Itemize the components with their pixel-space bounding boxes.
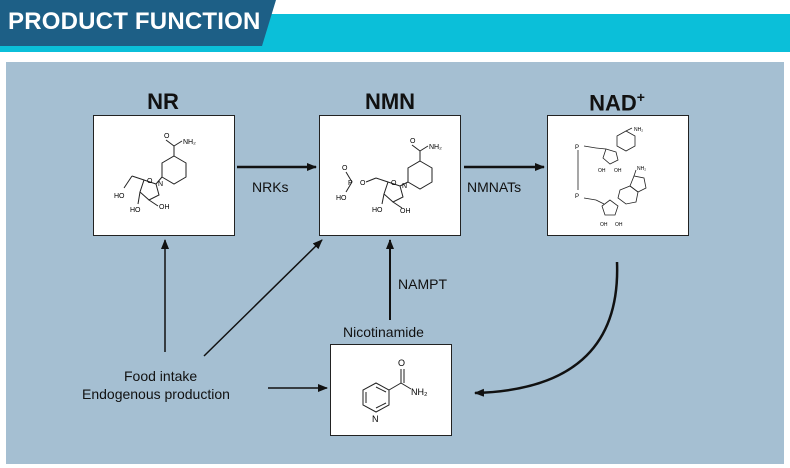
nmn-nh2: NH₂ bbox=[429, 144, 442, 151]
nmn-ho: HO bbox=[372, 207, 383, 214]
nad-p-1: P bbox=[575, 145, 579, 151]
nmn-p: P bbox=[348, 180, 353, 187]
edge-label-nampt: NAMPT bbox=[398, 276, 447, 292]
edge-label-nrks: NRKs bbox=[252, 179, 289, 195]
nad-oh-4: OH bbox=[615, 222, 623, 228]
nr-n: N bbox=[158, 181, 163, 188]
nicotinamide-nh2: NH₂ bbox=[411, 387, 428, 397]
nmn-molecule-drawing: O NH₂ N O P O O HO HO OH bbox=[336, 138, 442, 215]
edge-label-nmnats: NMNATs bbox=[467, 179, 522, 195]
nicotinamide-o: O bbox=[398, 358, 405, 368]
nmn-amide-o: O bbox=[410, 138, 416, 145]
nmn-oh: OH bbox=[400, 208, 411, 215]
nmn-n: N bbox=[402, 183, 407, 190]
nad-molecule-drawing: NH₂ NH₂ P P OH OH OH OH bbox=[575, 127, 647, 228]
nr-structure-box: O NH₂ N O HO HO OH bbox=[93, 115, 235, 236]
page-title: PRODUCT FUNCTION bbox=[8, 8, 261, 35]
nmn-p-o-2: O bbox=[360, 180, 366, 187]
header-title-background bbox=[0, 0, 262, 46]
source-label-food-intake: Food intake bbox=[124, 368, 198, 384]
nad-nh2-b: NH₂ bbox=[637, 166, 646, 172]
source-label-endogenous: Endogenous production bbox=[82, 386, 230, 402]
nicotinamide-molecule-drawing: O NH₂ N bbox=[362, 358, 428, 424]
nr-ring-o: O bbox=[147, 178, 153, 185]
nad-label-superscript: + bbox=[636, 89, 645, 105]
nad-p-2: P bbox=[575, 194, 579, 200]
header-banner: PRODUCT FUNCTION bbox=[0, 0, 790, 54]
header-title-notch bbox=[262, 0, 276, 46]
nr-ho-2: HO bbox=[130, 207, 141, 214]
nmn-structure-box: O NH₂ N O P O O HO HO OH bbox=[319, 115, 461, 236]
nmn-p-ho: HO bbox=[336, 195, 347, 202]
nad-oh-2: OH bbox=[614, 168, 622, 174]
nr-molecule-drawing: O NH₂ N O HO HO OH bbox=[114, 133, 196, 214]
nicotinamide-n: N bbox=[372, 414, 379, 424]
nmn-p-o-1: O bbox=[342, 165, 348, 172]
node-label-nr: NR bbox=[147, 89, 179, 114]
nad-label-text: NAD bbox=[589, 90, 637, 116]
nr-oh: OH bbox=[159, 204, 170, 211]
nr-ho-1: HO bbox=[114, 193, 125, 200]
node-label-nmn: NMN bbox=[364, 89, 416, 114]
nad-nh2-a: NH₂ bbox=[634, 127, 643, 133]
node-label-nicotinamide: Nicotinamide bbox=[343, 324, 424, 340]
node-label-nad: NAD+ bbox=[547, 89, 687, 116]
nmn-ring-o: O bbox=[391, 180, 397, 187]
nad-oh-1: OH bbox=[598, 168, 606, 174]
nr-amide-o: O bbox=[164, 133, 170, 140]
nr-nh2: NH₂ bbox=[183, 139, 196, 146]
nad-structure-box: NH₂ NH₂ P P OH OH OH OH bbox=[547, 115, 689, 236]
nad-oh-3: OH bbox=[600, 222, 608, 228]
nicotinamide-structure-box: O NH₂ N bbox=[330, 344, 452, 436]
